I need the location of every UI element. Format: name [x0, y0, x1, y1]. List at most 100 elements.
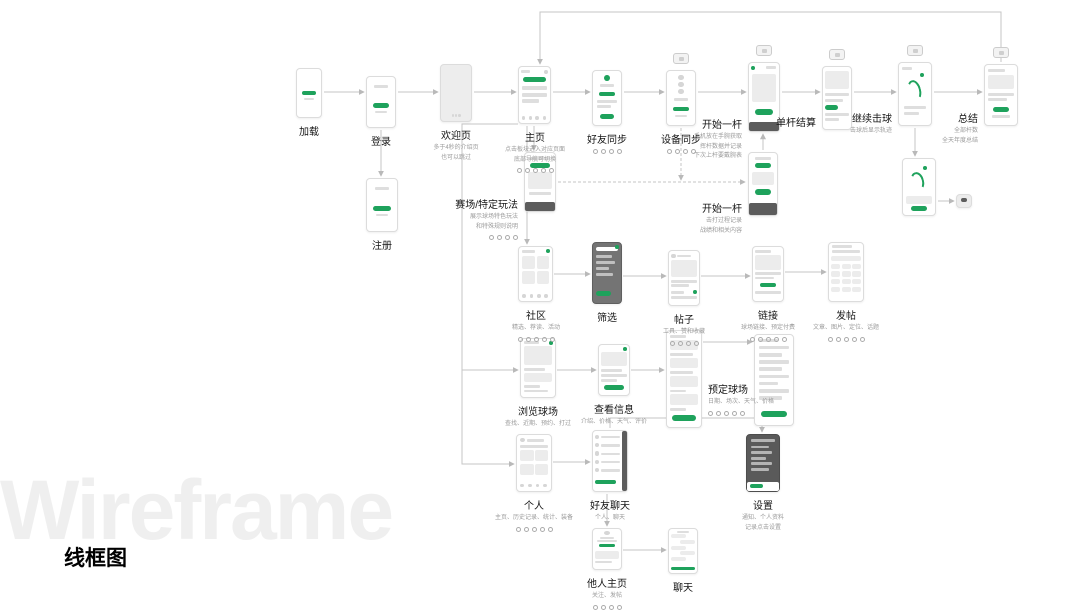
placeholder-bar — [758, 345, 790, 350]
placeholder-bar — [597, 100, 617, 103]
accent-dot-icon — [751, 65, 756, 70]
screen-filter — [592, 242, 622, 304]
primary-button — [373, 206, 391, 211]
placeholder-bar — [601, 435, 620, 439]
screen-annotation: 欢迎页多于4秒的介绍页 也可以跳过 — [401, 127, 511, 163]
light-bar — [750, 438, 776, 443]
placeholder-bar — [601, 369, 623, 372]
page-title: 线框图 — [64, 547, 127, 570]
circle-icon — [543, 483, 547, 488]
placeholder-block — [831, 263, 841, 270]
placeholder-block — [751, 171, 775, 186]
placeholder-bar — [676, 530, 690, 533]
primary-button — [825, 105, 838, 110]
circle-icon — [543, 69, 548, 74]
screen-special-play — [524, 152, 556, 212]
screen-watch — [956, 194, 972, 208]
light-bar — [750, 451, 772, 455]
screen-loading — [296, 68, 322, 118]
primary-button — [671, 415, 697, 422]
primary-button — [599, 114, 615, 119]
screen-label: 注册 — [372, 241, 392, 252]
placeholder-block — [852, 271, 862, 277]
pagination-dots — [479, 526, 589, 532]
light-bar — [750, 445, 769, 449]
screen-annotation: 发帖文章、图片、定位、话题 — [791, 307, 901, 342]
screen-home — [518, 66, 551, 124]
screen-caption: 手机放在手腕获取 挥杆数据并记录 下次上杆要戴腕表 — [693, 134, 742, 160]
screen-label: 加载 — [299, 127, 319, 138]
screen-annotation: 预定球场日期、场次、天气、价格 — [708, 381, 778, 416]
primary-button — [671, 566, 695, 570]
placeholder-bar — [825, 117, 840, 121]
dark-block — [525, 201, 555, 211]
screen-annotation: 注册 — [327, 237, 437, 252]
screen-label: 赛场/特定玩法 — [455, 200, 518, 211]
placeholder-bar — [831, 245, 853, 249]
circle-icon — [678, 81, 684, 87]
screen-annotation: 筛选 — [552, 309, 662, 324]
placeholder-block — [755, 254, 781, 270]
screen-annotation: 加载 — [254, 123, 364, 138]
screen-welcome — [440, 64, 472, 122]
placeholder-block — [669, 394, 699, 405]
placeholder-bar — [523, 341, 540, 345]
placeholder-block — [669, 357, 699, 369]
screen-annotation: 帖子工具、赞和收藏 — [629, 311, 739, 346]
screen-annotation: 聊天 — [628, 579, 738, 594]
screen-annotation: 开始一杆击打过程记录 战绩和相关内容 — [662, 200, 742, 236]
placeholder-bar — [758, 396, 782, 400]
placeholder-bar — [677, 254, 691, 257]
screen-caption: 介绍、价格、天气、评价 — [580, 419, 647, 425]
screen-browse — [520, 338, 556, 398]
light-block — [596, 246, 618, 251]
placeholder-bar — [523, 390, 548, 393]
placeholder-bar — [595, 561, 613, 563]
watch-indicator-icon — [993, 47, 1009, 58]
pagination-dots — [708, 410, 778, 416]
placeholder-bar — [988, 69, 1005, 73]
placeholder-bar — [904, 111, 920, 116]
placeholder-block — [669, 339, 699, 351]
dark-block — [961, 198, 967, 202]
primary-button — [673, 106, 689, 112]
placeholder-bar — [825, 93, 849, 97]
light-bar — [750, 468, 769, 471]
placeholder-block — [841, 263, 851, 270]
primary-button — [598, 91, 616, 97]
flow-edge-home-profile — [461, 123, 518, 467]
placeholder-block — [752, 73, 776, 103]
primary-button — [761, 410, 787, 417]
screen-label: 个人 — [524, 501, 544, 512]
primary-button — [992, 107, 1010, 113]
accent-dot-icon — [920, 72, 925, 78]
flow-edge-summary-home — [537, 11, 1002, 65]
swing-arc-icon — [905, 79, 924, 103]
screen-caption: 球场链接、预定付费 — [740, 325, 795, 331]
primary-button — [759, 282, 777, 288]
placeholder-bar — [304, 97, 314, 100]
dark-block — [622, 431, 627, 491]
placeholder-block — [671, 557, 686, 562]
screen-community — [518, 246, 553, 302]
screen-annotation: 单杆结算 — [736, 114, 816, 129]
light-block — [747, 482, 779, 491]
screen-start-stroke2 — [748, 152, 778, 216]
circle-icon — [595, 434, 600, 439]
placeholder-bar — [374, 187, 390, 190]
circle-icon — [520, 483, 525, 488]
circle-icon — [537, 293, 541, 298]
screen-friend-chat — [592, 430, 628, 492]
placeholder-bar — [671, 280, 697, 283]
circle-icon — [527, 483, 532, 488]
watermark: Wireframe — [0, 463, 394, 557]
placeholder-block — [831, 255, 861, 261]
watch-indicator-icon — [673, 53, 689, 64]
placeholder-block — [841, 271, 851, 277]
screen-chat — [668, 528, 698, 574]
screen-label: 总结 — [958, 114, 978, 125]
circle-icon — [678, 74, 684, 80]
circle-icon — [678, 88, 684, 94]
accent-dot-icon — [623, 347, 627, 351]
